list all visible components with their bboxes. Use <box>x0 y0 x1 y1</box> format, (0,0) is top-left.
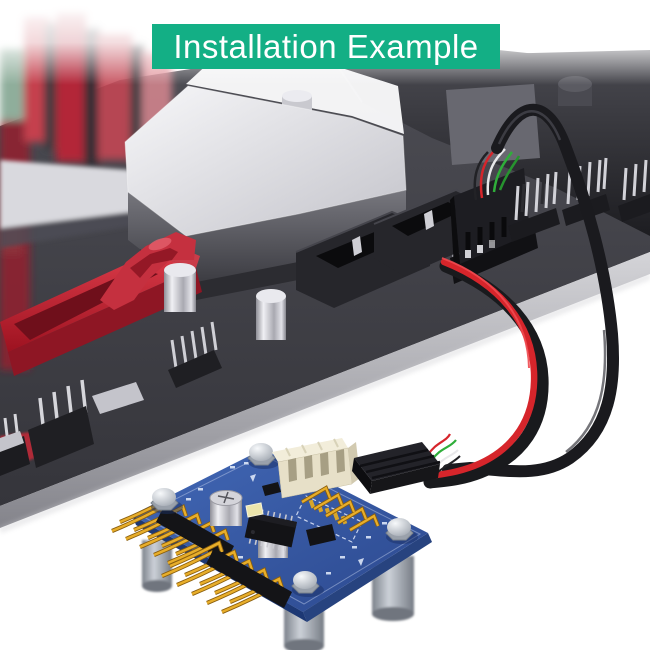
gold-pin-header-a <box>111 496 234 565</box>
usb-splitter-pcb <box>111 433 461 650</box>
pcb-usb-plug <box>352 433 461 494</box>
fan-headers <box>0 321 222 476</box>
gold-pin-header-b <box>161 540 292 614</box>
screw <box>291 571 324 597</box>
capacitor <box>164 263 196 312</box>
silkscreen-box <box>295 495 363 543</box>
motherboard-edge <box>0 252 650 528</box>
banner: Installation Example <box>152 24 500 69</box>
black-sleeved-cable <box>442 103 620 478</box>
led <box>245 502 264 518</box>
smd-chip <box>92 382 144 414</box>
mounting-screws <box>150 443 418 597</box>
ic-chip-small <box>306 524 336 546</box>
screw <box>150 488 183 514</box>
smd-chip <box>0 431 24 452</box>
red-black-cable <box>423 257 549 489</box>
blurred-heatsink-plate <box>0 160 134 248</box>
screw <box>385 518 418 544</box>
pcb-capacitor <box>209 490 243 526</box>
plug-gold-pins <box>300 485 380 532</box>
ic-chip-small <box>262 482 281 496</box>
screw <box>247 443 280 469</box>
banner-label: Installation Example <box>173 28 479 65</box>
cpu-heatsink <box>124 85 407 302</box>
power-connector <box>272 438 360 499</box>
